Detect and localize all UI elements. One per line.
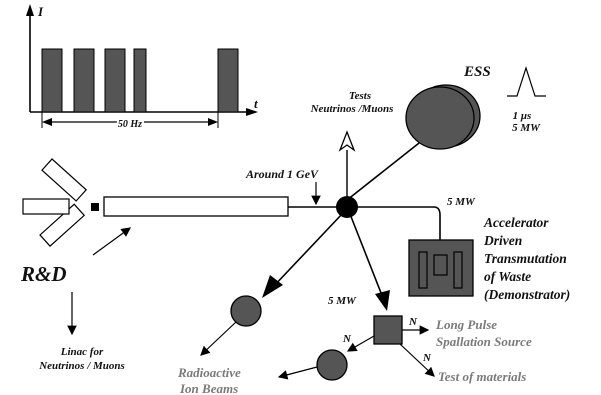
x-axis-arrow: [246, 108, 258, 116]
pulse-bar: [104, 48, 126, 113]
adt-label-line4: of Waste: [484, 269, 531, 284]
beam-hub: [336, 196, 358, 218]
linac-junction: [91, 203, 99, 211]
pulse-plot: I t 50 Hz: [26, 4, 258, 132]
long-pulse-label-line1: Long Pulse: [435, 317, 497, 332]
y-axis-label: I: [37, 4, 44, 19]
x-axis-label: t: [254, 96, 258, 111]
pulse-bar: [133, 48, 147, 113]
interval-arrow-right: [208, 118, 218, 126]
radioactive-section: Radioactive Ion Beams: [177, 295, 262, 395]
secondary-target: [316, 349, 348, 381]
hub-section: Tests Neutrinos /Muons: [262, 90, 441, 311]
radioactive-label-line2: Ion Beams: [179, 381, 238, 395]
adt-beam-bend: [433, 206, 441, 240]
interval-label: 50 Hz: [118, 119, 142, 130]
test-materials-label: Test of materials: [438, 369, 526, 384]
radioactive-target: [230, 295, 262, 327]
radioactive-output-arrow: [200, 321, 237, 356]
spallation-beam-line: [349, 213, 384, 299]
linac-tube: [103, 196, 289, 217]
ess-pulse-duration: 1 μs: [513, 110, 532, 122]
neutron-arrow-left: [346, 335, 375, 352]
rd-pointer: [92, 227, 131, 256]
ess-ring: [405, 86, 475, 150]
energy-label: Around 1 GeV: [245, 167, 319, 181]
adt-label-line2: Driven: [483, 233, 522, 248]
linac-label-line2: Neutrinos / Muons: [38, 360, 125, 372]
rd-label: R&D: [20, 262, 67, 286]
adt-power-label: 5 MW: [447, 196, 476, 208]
tests-label-line2: Neutrinos /Muons: [310, 103, 394, 115]
adt-fuel-rod: [453, 251, 463, 289]
radioactive-label-line1: Radioactive: [177, 365, 241, 380]
ess-pulse-shape: [507, 66, 546, 97]
adt-section: 5 MW Accelerator Driven Transmutation of…: [408, 196, 570, 302]
neutron-label-down: N: [422, 352, 432, 364]
linac-label-line1: Linac for: [60, 346, 104, 358]
tests-arrow: [338, 130, 356, 152]
neutron-label-right: N: [408, 316, 418, 328]
ess-beam-line: [346, 131, 434, 201]
ess-pulse-power: 5 MW: [512, 122, 541, 134]
radioactive-beam-arrow: [262, 275, 283, 298]
spallation-power-label: 5 MW: [328, 295, 357, 307]
rd-branch-upper: [41, 158, 88, 202]
long-pulse-label-line2: Spallation Source: [436, 334, 532, 349]
pulse-bar: [73, 48, 95, 113]
adt-label-line1: Accelerator: [483, 215, 549, 230]
rd-branch-left: [22, 198, 70, 215]
linac-section: Around 1 GeV R&D Linac for Neutrinos / M…: [20, 158, 338, 372]
ess-label: ESS: [463, 64, 491, 80]
neutron-arrow-down: [399, 343, 435, 377]
spallation-section: 5 MW N N N Long Pulse Spallation Source …: [277, 295, 532, 384]
spallation-target: [373, 315, 403, 345]
adt-label-line3: Transmutation: [484, 251, 567, 266]
pulse-bar: [217, 48, 239, 113]
y-axis-arrow: [26, 4, 34, 16]
neutron-label-left: N: [342, 333, 352, 345]
spallation-beam-arrow: [375, 290, 390, 311]
tests-label-line1: Tests: [349, 90, 371, 102]
secondary-output-arrow: [277, 366, 318, 380]
rd-branch-lower: [39, 203, 86, 247]
ess-section: ESS 1 μs 5 MW: [405, 64, 546, 150]
interval-arrow-left: [42, 118, 52, 126]
radioactive-beam-line: [271, 212, 344, 289]
pulse-bar: [41, 48, 63, 113]
adt-target: [433, 254, 448, 276]
adt-label-line5: (Demonstrator): [484, 287, 570, 302]
adt-fuel-rod: [418, 251, 428, 289]
